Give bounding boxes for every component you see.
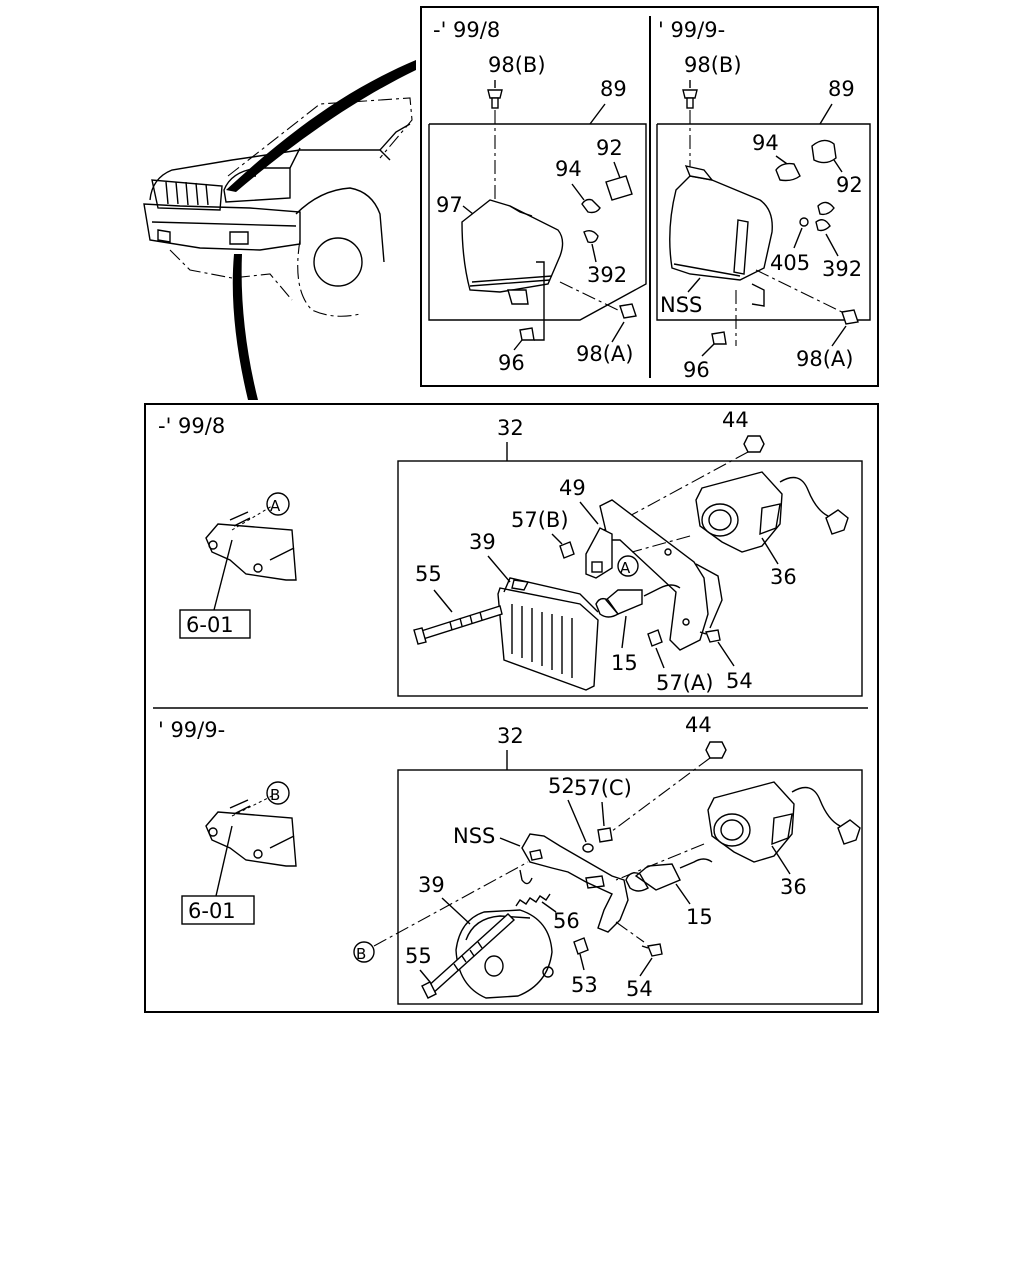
- bolt-icon: [417, 605, 503, 641]
- socket-icon: [605, 175, 633, 201]
- part-15: 15: [686, 905, 713, 929]
- part-89: 89: [600, 77, 627, 101]
- bulb-icon: [634, 863, 681, 891]
- part-49: 49: [559, 476, 586, 500]
- part-97: 97: [436, 193, 463, 217]
- part-44: 44: [685, 713, 712, 737]
- part-54: 54: [626, 977, 653, 1001]
- part-92: 92: [596, 136, 623, 160]
- bracket-ref-b: B 6-01: [181, 781, 297, 925]
- turn-lamp-late: ' 99/9- 98(B) 89 94 92 405 392 N: [656, 18, 871, 382]
- part-56: 56: [553, 909, 580, 933]
- nss-label: NSS: [453, 824, 495, 848]
- bulb-icon: [775, 162, 801, 182]
- period-label: ' 99/9-: [158, 718, 225, 742]
- part-98b: 98(B): [684, 53, 742, 77]
- spring-icon: [515, 893, 551, 907]
- socket-icon: [811, 139, 837, 164]
- part-52: 52: [548, 774, 575, 798]
- part-57a: 57(A): [656, 671, 713, 695]
- ref-circle-b: [353, 941, 375, 963]
- ref-circle-a: [266, 492, 290, 516]
- turn-lamp-early: -' 99/8 98(B) 89 92 94 97 392: [428, 18, 647, 375]
- svg-text:A: A: [270, 497, 281, 515]
- mounting-bracket: [599, 499, 709, 651]
- bulb-icon: [605, 589, 643, 615]
- part-55: 55: [405, 944, 432, 968]
- nut-icon: [743, 435, 765, 453]
- part-36: 36: [770, 565, 797, 589]
- ref-box-6-01: [179, 609, 251, 639]
- nut-icon: [705, 741, 727, 759]
- lamp-lens: [669, 175, 773, 281]
- ref-circle-b: [266, 781, 290, 805]
- mounting-bracket: [521, 833, 629, 933]
- part-circle-b: B: [356, 945, 366, 963]
- part-54: 54: [726, 669, 753, 693]
- part-44: 44: [722, 408, 749, 432]
- part-53: 53: [571, 973, 598, 997]
- part-94: 94: [555, 157, 582, 181]
- part-96: 96: [683, 358, 710, 382]
- part-92: 92: [836, 173, 863, 197]
- period-label: -' 99/8: [158, 414, 225, 438]
- period-label: -' 99/8: [433, 18, 500, 42]
- fog-lamp-late: ' 99/9- B 6-01 32 44 57(C) 52: [158, 713, 863, 1005]
- period-label: ' 99/9-: [658, 18, 725, 42]
- svg-text:6-01: 6-01: [186, 613, 234, 637]
- bulb-icon: [581, 198, 601, 214]
- part-57c: 57(C): [574, 776, 632, 800]
- bracket-ref-a: A 6-01: [179, 492, 297, 639]
- part-98a: 98(A): [796, 347, 853, 371]
- svg-text:B: B: [270, 786, 280, 804]
- part-55: 55: [415, 562, 442, 586]
- part-15: 15: [611, 651, 638, 675]
- part-405: 405: [770, 251, 810, 275]
- part-39: 39: [469, 530, 496, 554]
- nss-label: NSS: [660, 293, 702, 317]
- ref-box-6-01: [181, 895, 255, 925]
- part-96: 96: [498, 351, 525, 375]
- part-39: 39: [418, 873, 445, 897]
- top-panel: -' 99/8 98(B) 89 92 94 97 392: [420, 6, 879, 387]
- part-circle-a: A: [620, 559, 631, 577]
- fog-lamp-lens: [455, 909, 553, 999]
- part-32: 32: [497, 724, 524, 748]
- ref-circle-a: [617, 555, 639, 577]
- part-36: 36: [780, 875, 807, 899]
- fog-lamp-lens: [497, 587, 599, 691]
- svg-text:6-01: 6-01: [188, 899, 236, 923]
- bottom-panel: -' 99/8 A 6-01 32 44: [144, 403, 879, 1013]
- part-392: 392: [587, 263, 627, 287]
- fog-lamp-early: -' 99/8 A 6-01 32 44: [158, 408, 863, 697]
- lamp-lens: [461, 199, 564, 293]
- part-98b: 98(B): [488, 53, 546, 77]
- part-57b: 57(B): [511, 508, 569, 532]
- part-392: 392: [822, 257, 862, 281]
- part-98a: 98(A): [576, 342, 633, 366]
- vehicle-front-sketch: [143, 60, 416, 400]
- part-89: 89: [828, 77, 855, 101]
- part-94: 94: [752, 131, 779, 155]
- part-32: 32: [497, 416, 524, 440]
